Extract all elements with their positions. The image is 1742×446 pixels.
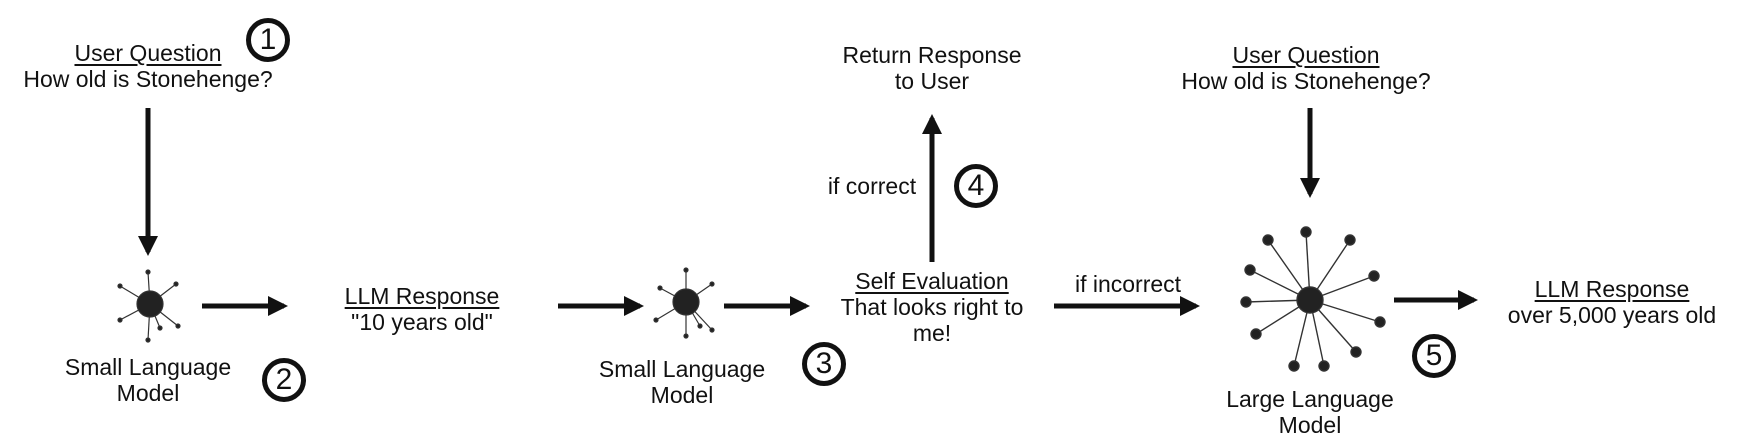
user-question-1: User Question How old is Stonehenge? (23, 40, 272, 92)
llm-response-heading: LLM Response (344, 283, 500, 309)
user-question-text: How old is Stonehenge? (23, 66, 273, 92)
small-language-model-icon (117, 269, 181, 343)
step-badge-4: 4 (954, 164, 998, 208)
label-line: Small Language (64, 354, 232, 380)
self-evaluation-text: me! (912, 320, 952, 346)
llm-response-1: LLM Response "10 years old" (345, 283, 500, 335)
user-question-heading: User Question (74, 40, 222, 66)
label-line: Small Language (598, 356, 766, 382)
small-language-model-label: Small Language Model (65, 354, 231, 406)
step-badge-3: 3 (802, 342, 846, 386)
llm-response-text: over 5,000 years old (1507, 302, 1717, 328)
edge-label-if-incorrect: if incorrect (1074, 271, 1182, 297)
self-evaluation: Self Evaluation That looks right to me! (841, 268, 1024, 346)
label-line: Large Language (1226, 386, 1394, 412)
label-line: Model (650, 382, 714, 408)
llm-response-heading: LLM Response (1534, 276, 1690, 302)
large-language-model-label: Large Language Model (1226, 386, 1394, 438)
step-badge-5: 5 (1412, 334, 1456, 378)
user-question-text: How old is Stonehenge? (1181, 68, 1431, 94)
small-language-model-label-2: Small Language Model (599, 356, 765, 408)
label-line: Model (1278, 412, 1342, 438)
step-badge-1: 1 (246, 18, 290, 62)
self-evaluation-text: That looks right to (840, 294, 1024, 320)
small-language-model-icon-2 (653, 267, 715, 339)
llm-response-text: "10 years old" (351, 309, 493, 335)
user-question-heading: User Question (1232, 42, 1380, 68)
return-response-text: to User (894, 68, 970, 94)
user-question-2: User Question How old is Stonehenge? (1181, 42, 1430, 94)
step-badge-2: 2 (262, 358, 306, 402)
edge-label-if-correct: if correct (827, 173, 917, 199)
self-evaluation-heading: Self Evaluation (855, 268, 1009, 294)
label-line: Model (116, 380, 180, 406)
large-language-model-icon (1240, 226, 1386, 372)
return-response: Return Response to User (843, 42, 1022, 94)
return-response-text: Return Response (842, 42, 1022, 68)
llm-response-2: LLM Response over 5,000 years old (1508, 276, 1716, 328)
